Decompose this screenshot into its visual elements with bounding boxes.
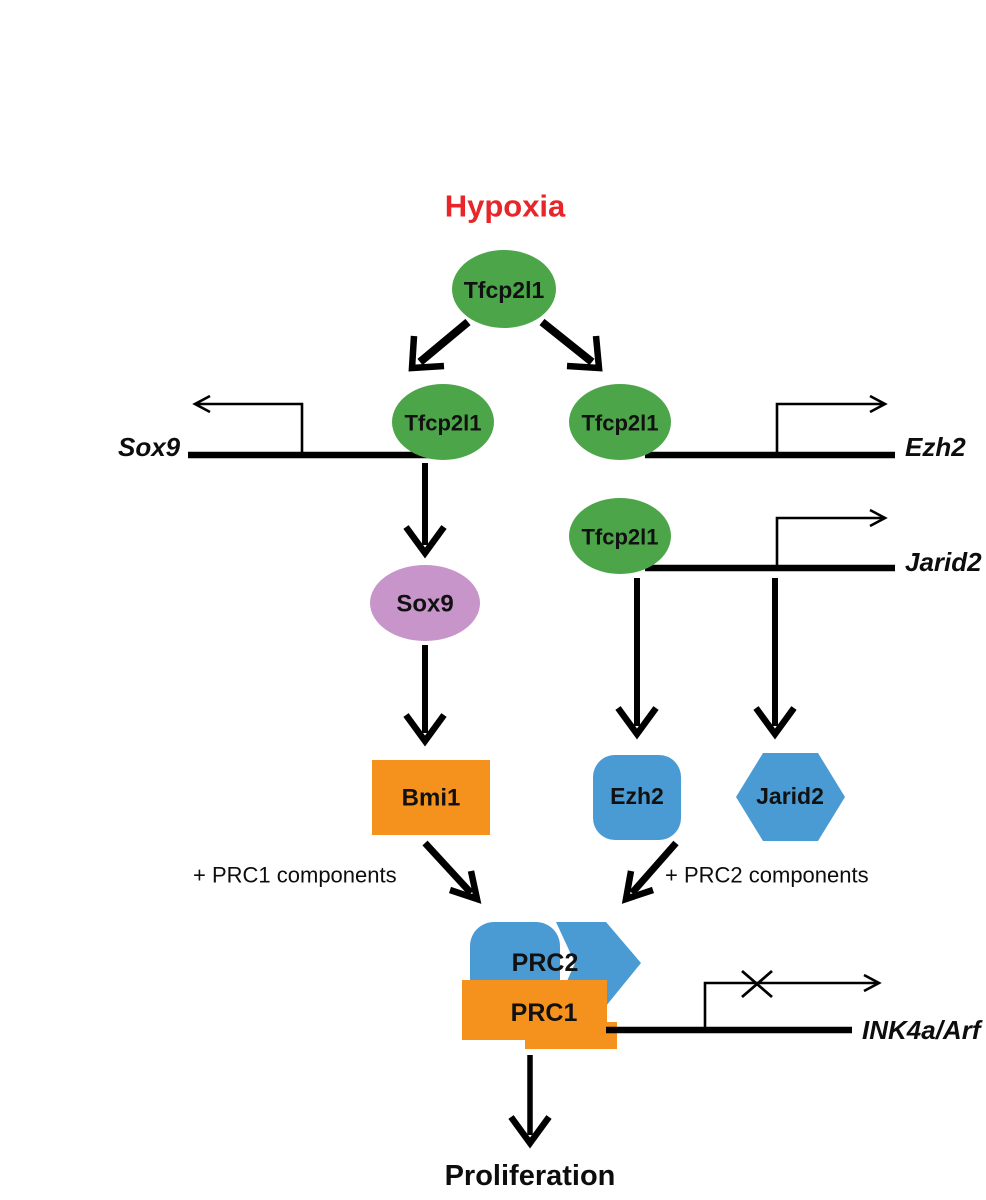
gene-label-ink4a-arf: INK4a/Arf: [862, 1015, 983, 1045]
gene-label-sox9: Sox9: [118, 432, 181, 462]
protein-jarid2-shape: [736, 753, 845, 841]
gene-label-ezh2: Ezh2: [905, 432, 966, 462]
tfcp2l1-node-ezh2-shape: [569, 384, 671, 460]
tfcp2l1-node-top-shape: [452, 250, 556, 328]
complex-prc2-label: PRC2: [512, 949, 579, 977]
branch-arrow-left: [408, 318, 471, 372]
sox9-tss-arrowhead: [192, 394, 211, 414]
protein-jarid2-label: Jarid2: [756, 783, 824, 809]
gene-label-jarid2: Jarid2: [905, 547, 982, 577]
tfcp2l1-node-sox9-shape: [392, 384, 494, 460]
protein-bmi1-shape: [372, 760, 490, 835]
protein-ezh2-shape: [593, 755, 681, 840]
repression-x-icon: [741, 969, 773, 999]
complex-prc1-label: PRC1: [511, 999, 578, 1027]
branch-arrow-right: [539, 318, 603, 372]
ezh2-tss-arrow: [775, 402, 884, 452]
tfcp2l1-node-ezh2-label: Tfcp2l1: [581, 411, 658, 436]
arrow-prc-to-proliferation: [508, 1055, 552, 1149]
arrow-jarid2-gene-to-protein: [753, 578, 797, 740]
protein-ezh2-label: Ezh2: [610, 783, 664, 809]
tfcp2l1-node-sox9-label: Tfcp2l1: [404, 411, 481, 436]
jarid2-tss-arrow: [775, 516, 884, 565]
arrow-sox9-to-bmi1: [403, 645, 447, 747]
protein-sox9-label: Sox9: [396, 591, 453, 618]
ink4a-arf-tss-arrowhead: [863, 973, 882, 993]
annotation-prc2-components: + PRC2 components: [665, 863, 869, 888]
arrow-ezh2-jarid2-to-prc2: [621, 840, 679, 904]
ezh2-tss-arrowhead: [869, 394, 888, 414]
ink4a-arf-tss-arrow: [703, 981, 878, 1027]
tfcp2l1-node-jarid2-shape: [569, 498, 671, 574]
tfcp2l1-node-jarid2-label: Tfcp2l1: [581, 525, 658, 550]
tfcp2l1-node-top-label: Tfcp2l1: [464, 277, 545, 303]
complex-prc1-shape: [462, 980, 617, 1049]
annotation-prc1-components: + PRC1 components: [193, 863, 397, 888]
sox9-tss-arrow: [196, 402, 304, 452]
arrow-ezh2-gene-to-protein: [615, 578, 659, 740]
jarid2-tss-arrowhead: [869, 508, 888, 528]
protein-bmi1-label: Bmi1: [402, 785, 461, 812]
stimulus-title: Hypoxia: [445, 189, 566, 224]
outcome-proliferation-label: Proliferation: [445, 1160, 616, 1192]
protein-sox9-shape: [370, 565, 480, 641]
arrow-bmi1-to-prc1: [422, 840, 482, 904]
arrow-sox9-gene-to-protein: [403, 463, 447, 559]
